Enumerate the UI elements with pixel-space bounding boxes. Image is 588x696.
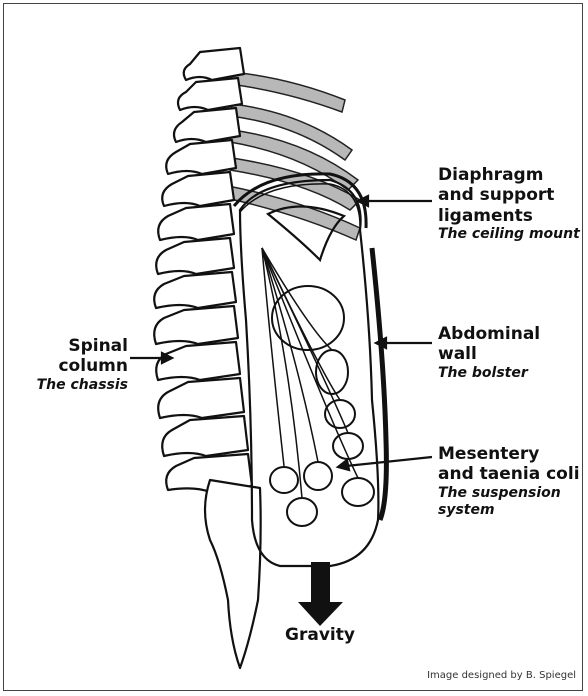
vertebra [158, 204, 234, 240]
vertebra [184, 48, 244, 80]
gravity-arrow [298, 562, 343, 626]
colon-loop [287, 498, 317, 526]
diaphragm-title-line2: and support [438, 185, 586, 205]
vertebra [154, 306, 238, 344]
mesentery-subtitle-line1: The suspension [438, 485, 586, 502]
intestine-loops [270, 286, 374, 526]
vertebra [166, 140, 236, 174]
spinal-column-title-line1: Spinal [8, 336, 128, 356]
diaphragm-subtitle: The ceiling mount [438, 226, 586, 243]
colon-loop [342, 478, 374, 506]
spinal-column-subtitle: The chassis [8, 377, 128, 394]
mesentery-strand [262, 248, 318, 462]
diaphragm-label: Diaphragm and support ligaments The ceil… [438, 165, 586, 243]
image-credit: Image designed by B. Spiegel [427, 670, 576, 681]
vertebra [162, 416, 248, 456]
vertebra [162, 172, 234, 206]
mesentery-strand [262, 248, 302, 498]
abdominal-subtitle: The bolster [438, 365, 586, 382]
vertebra [178, 78, 242, 110]
gravity-label: Gravity [250, 625, 390, 645]
mesentery-title-line1: Mesentery [438, 444, 586, 464]
vertebra [158, 378, 244, 418]
mesentery-title-line2: and taenia coli [438, 464, 586, 484]
vertebra [154, 272, 236, 308]
vertebra [174, 108, 240, 142]
vertebra [156, 238, 234, 274]
abdominal-wall-label: Abdominal wall The bolster [438, 324, 586, 382]
mesentery-label: Mesentery and taenia coli The suspension… [438, 444, 586, 518]
vertebra [156, 342, 240, 380]
colon-loop [270, 467, 298, 493]
diaphragm-title-line3: ligaments [438, 206, 586, 226]
mesentery-subtitle-line2: system [438, 502, 586, 519]
colon-loop [304, 462, 332, 490]
diaphragm-title-line1: Diaphragm [438, 165, 586, 185]
abdominal-title-line1: Abdominal [438, 324, 586, 344]
spinal-column-label: Spinal column The chassis [8, 336, 128, 394]
mesentery-pointer-arrow [346, 457, 432, 466]
abdominal-title-line2: wall [438, 344, 586, 364]
abdominal-wall [372, 248, 386, 520]
mesentery-strand [262, 248, 284, 466]
spinal-column-title-line2: column [8, 356, 128, 376]
